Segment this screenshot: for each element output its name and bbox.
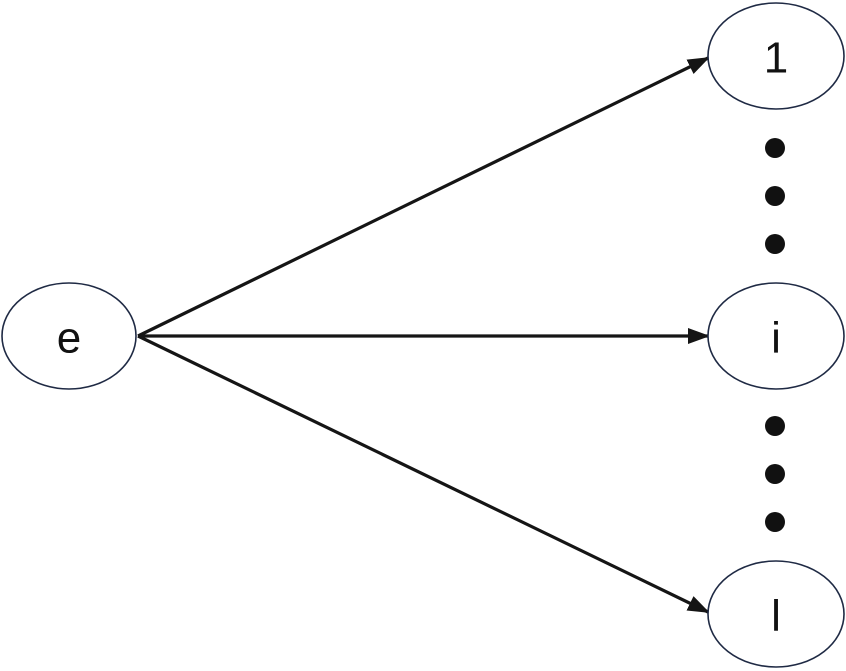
node-l-ellipse [707, 560, 845, 668]
node-e-ellipse [1, 282, 137, 390]
node-e: e [1, 282, 137, 390]
node-l: l [707, 560, 845, 668]
ellipsis-lower [765, 416, 785, 532]
edge-e-to-1 [137, 56, 710, 338]
node-1-label: 1 [764, 34, 788, 83]
ellipsis-dot [765, 416, 785, 436]
ellipsis-dot [765, 512, 785, 532]
ellipsis-dot [765, 186, 785, 206]
node-e-label: e [57, 314, 81, 363]
node-1-ellipse [707, 2, 845, 110]
ellipsis-dot [765, 464, 785, 484]
node-1: 1 [707, 2, 845, 110]
node-i: i [707, 282, 845, 390]
node-i-ellipse [707, 282, 845, 390]
edge-e-to-l [137, 334, 710, 614]
node-i-label: i [771, 314, 781, 363]
ellipsis-dot [765, 234, 785, 254]
ellipsis-dot [765, 138, 785, 158]
ellipsis-upper [765, 138, 785, 254]
node-l-label: l [771, 592, 781, 641]
